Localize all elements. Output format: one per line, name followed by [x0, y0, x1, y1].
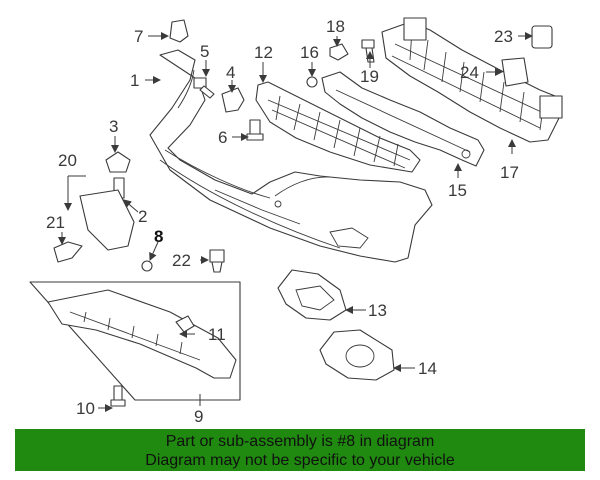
clip-11	[175, 315, 195, 333]
callout-labels: 1 2 3 4 5 6 7 8 9 10 11 12 13 14 15 16 1…	[46, 17, 519, 426]
bumper-cover	[149, 49, 433, 263]
callout-14: 14	[418, 359, 437, 378]
leader-lines	[58, 32, 533, 412]
nut-18	[329, 43, 349, 61]
clip-8	[141, 260, 153, 272]
clip-22	[209, 249, 225, 273]
clip-7	[169, 19, 189, 43]
callout-18: 18	[326, 17, 345, 36]
fog-bezel-right	[319, 329, 395, 381]
callout-24: 24	[460, 63, 479, 82]
callout-10: 10	[76, 399, 95, 418]
callout-20: 20	[58, 151, 77, 170]
callout-6: 6	[218, 128, 227, 147]
callout-11: 11	[208, 325, 226, 344]
callout-13: 13	[368, 301, 387, 320]
info-banner: Part or sub-assembly is #8 in diagram Di…	[15, 429, 585, 471]
callout-7: 7	[134, 27, 143, 46]
callout-16: 16	[300, 43, 319, 62]
fog-bezel-left	[277, 269, 347, 321]
screw-10	[110, 385, 126, 407]
bumper-parts-diagram: 1 2 3 4 5 6 7 8 9 10 11 12 13 14 15 16 1…	[29, 17, 563, 426]
callout-9: 9	[194, 407, 203, 426]
callout-22: 22	[172, 251, 191, 270]
banner-line-2: Diagram may not be specific to your vehi…	[145, 452, 455, 469]
callout-8: 8	[154, 227, 163, 246]
callout-5: 5	[200, 42, 209, 61]
callout-15: 15	[448, 181, 467, 200]
clip-16	[306, 76, 318, 88]
bolt-21	[53, 241, 83, 263]
callout-17: 17	[500, 163, 519, 182]
bracket-4	[221, 87, 245, 113]
bolt-19	[361, 39, 375, 63]
banner-line-1: Part or sub-assembly is #8 in diagram	[165, 433, 435, 450]
callout-1: 1	[130, 71, 139, 90]
grille-upper	[255, 81, 421, 173]
callout-19: 19	[360, 67, 379, 86]
callout-23: 23	[494, 27, 513, 46]
bolt-6	[246, 119, 264, 141]
module-24	[501, 57, 529, 87]
callout-2: 2	[138, 207, 147, 226]
sensor-23	[531, 25, 553, 49]
callout-3: 3	[109, 117, 118, 136]
callout-4: 4	[226, 63, 235, 82]
undercover-panel	[47, 289, 237, 379]
bolt-5	[193, 77, 215, 99]
callout-12: 12	[254, 43, 273, 62]
energy-absorber	[321, 71, 485, 167]
callout-21: 21	[46, 213, 65, 232]
retainer-3	[105, 151, 131, 173]
bracket-20	[79, 189, 135, 251]
reinforcement-bar	[381, 17, 563, 143]
